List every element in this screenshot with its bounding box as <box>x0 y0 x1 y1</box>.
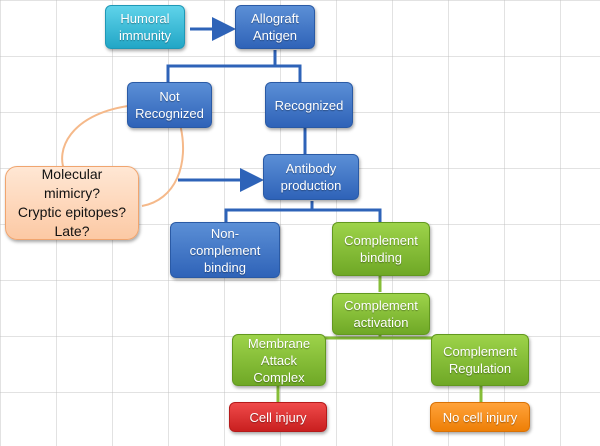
allograft-antigen-node: Allograft Antigen <box>235 5 315 49</box>
recognized-node: Recognized <box>265 82 353 128</box>
not-recognized-node: Not Recognized <box>127 82 212 128</box>
allograft-split-connector <box>166 50 277 82</box>
not-recognized-to-hypotheses-curve <box>61 105 185 207</box>
complement-binding-node: Complement binding <box>332 222 430 276</box>
cell-injury-node: Cell injury <box>229 402 327 432</box>
hypotheses-box: Molecular mimicry? Cryptic epitopes? Lat… <box>5 166 139 240</box>
complement-regulation-node: Complement Regulation <box>431 334 529 386</box>
humoral-immunity-node: Humoral immunity <box>105 5 185 49</box>
antibody-to-complement-binding-connector <box>312 208 382 222</box>
non-complement-binding-node: Non- complement binding <box>170 222 280 278</box>
complement-activation-node: Complement activation <box>332 293 430 335</box>
no-cell-injury-node: No cell injury <box>430 402 530 432</box>
membrane-attack-complex-node: Membrane Attack Complex <box>232 334 326 386</box>
antibody-production-node: Antibody production <box>263 154 359 200</box>
allograft-to-recognized-connector <box>275 64 302 82</box>
antibody-split-connector <box>224 201 314 222</box>
